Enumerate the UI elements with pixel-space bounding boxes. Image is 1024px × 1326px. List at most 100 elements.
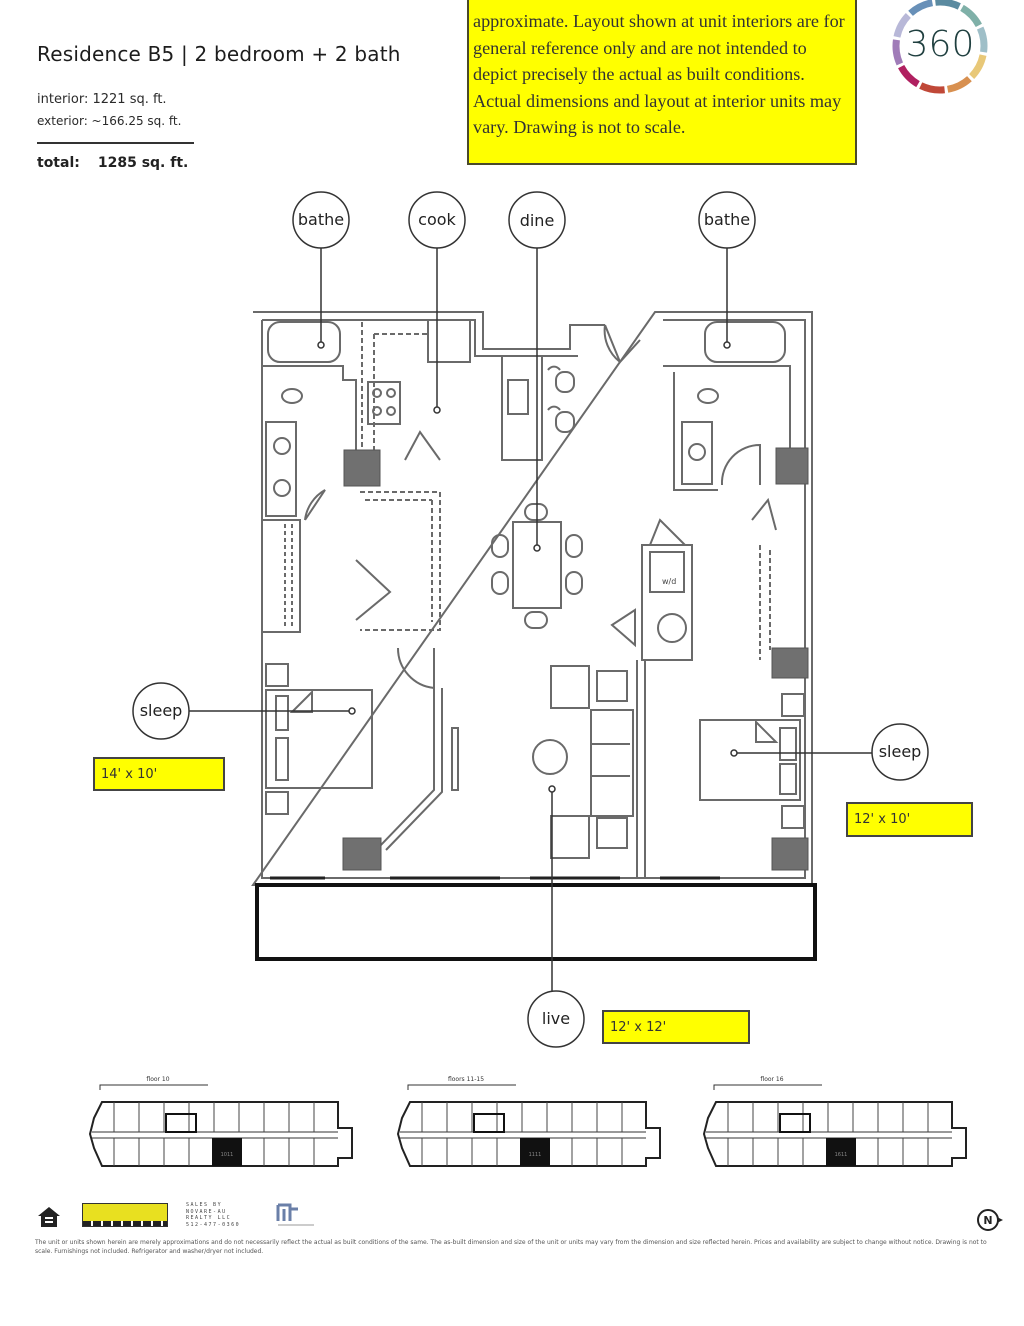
nightstand (265, 791, 289, 815)
column (342, 837, 382, 871)
bathtub-1 (267, 321, 341, 363)
ottoman (596, 817, 628, 849)
interior-wall-line (261, 319, 806, 879)
callout-label: bathe (704, 210, 750, 229)
bed-1 (265, 689, 373, 789)
svg-text:N: N (983, 1214, 992, 1227)
kitchen-counter (361, 322, 430, 470)
highlighted-unit (520, 1138, 550, 1166)
coffee-table (532, 739, 568, 775)
disclaimer-box: approximate. Layout shown at unit interi… (467, 0, 857, 165)
dining-chair (524, 503, 548, 521)
logo-ring-segment (919, 82, 945, 94)
dining-chair (491, 571, 509, 595)
bed-2 (699, 719, 801, 801)
bath-2-walls (663, 365, 791, 491)
window-seat (451, 727, 459, 791)
total-value: 1285 sq. ft. (97, 155, 189, 171)
building-outline (702, 1101, 967, 1167)
bathtub-2 (704, 321, 786, 363)
column (775, 447, 809, 485)
toilet-2 (697, 388, 719, 404)
entry-door (603, 324, 641, 364)
unit-title: Residence B5 | 2 bedroom + 2 bath (37, 42, 401, 66)
laundry-top-door (649, 518, 686, 546)
highlighted-unit (826, 1138, 856, 1166)
door-swing-bath-1 (304, 489, 326, 521)
callout-label: sleep (140, 701, 183, 720)
sofa (590, 709, 634, 817)
nightstand (781, 805, 805, 829)
dining-chair (565, 571, 583, 595)
north-arrow-icon: N (977, 1209, 1003, 1231)
callout-cook (408, 191, 466, 249)
key-plan-label: floors 11-15 (448, 1076, 484, 1083)
laundry-closet (641, 544, 693, 661)
balcony (255, 883, 817, 961)
sink-1b (273, 479, 291, 497)
water-heater (657, 613, 687, 643)
logo-ring (892, 0, 988, 94)
callout-sleep-2 (871, 723, 929, 781)
stool (555, 411, 575, 433)
brand-logo: 360 (892, 0, 988, 94)
bedroom-2-wall (636, 660, 646, 878)
bedroom-1-door (396, 647, 435, 690)
dimension-bedroom-1: 14' x 10' (93, 757, 225, 791)
broker-phone: 512-477-0360 (186, 1221, 241, 1228)
closet-1 (284, 524, 293, 628)
callout-label: sleep (879, 742, 922, 761)
sales-by-label: SALES BY (186, 1202, 223, 1208)
vanity-1 (265, 421, 297, 517)
logo-ring-segment (960, 4, 982, 28)
logo-ring-segment (908, 0, 934, 17)
closet-2-door (751, 497, 777, 531)
interior-area: interior: 1221 sq. ft. (37, 92, 167, 107)
fridge (427, 319, 471, 363)
dining-chair (524, 611, 548, 629)
sink-2 (688, 443, 706, 461)
legal-fine-print: The unit or units shown herein are merel… (35, 1239, 987, 1255)
dining-chair (565, 534, 583, 558)
hall-closet-door (355, 559, 392, 621)
highlighted-unit-number: 1611 (835, 1152, 848, 1158)
door-swing-bath-2 (720, 443, 761, 486)
broker-name: NOVARE-AU REALTY LLC (186, 1208, 232, 1222)
callout-bathe-1 (292, 191, 350, 249)
dimension-living: 12' x 12' (602, 1010, 750, 1044)
sink-1a (273, 437, 291, 455)
nightstand (265, 663, 289, 687)
armchair (550, 665, 590, 709)
logo-text: 360 (906, 24, 975, 65)
callout-label: bathe (298, 210, 344, 229)
washer-dryer-label: w/d (662, 577, 676, 586)
area-divider (37, 142, 194, 144)
dining-chair (491, 534, 509, 558)
callout-label: cook (418, 210, 456, 229)
total-label: total: (37, 155, 80, 171)
bed-1-pillow (275, 689, 313, 781)
key-plan-label: floor 16 (760, 1076, 783, 1083)
column (771, 647, 809, 679)
column (343, 449, 381, 487)
highlighted-unit (212, 1138, 242, 1166)
armchair (550, 815, 590, 859)
building-outline (88, 1101, 353, 1167)
dimension-bedroom-2: 12' x 10' (846, 802, 973, 837)
pantry-door (404, 430, 441, 461)
closet-2 (759, 545, 771, 660)
highlighted-unit-number: 1011 (221, 1152, 234, 1158)
building-outline (396, 1101, 661, 1167)
key-plan: floor 16 1611 (702, 1076, 967, 1167)
logo-ring-segment (898, 64, 920, 88)
equal-housing-icon (38, 1207, 60, 1227)
bedroom-1-angled-wall (379, 688, 443, 851)
kitchen-island (501, 355, 543, 461)
nightstand (781, 693, 805, 717)
callout-sleep-1 (132, 682, 190, 740)
bath-1-walls (262, 365, 357, 633)
vanity-2 (681, 421, 713, 485)
cooktop (367, 381, 401, 425)
